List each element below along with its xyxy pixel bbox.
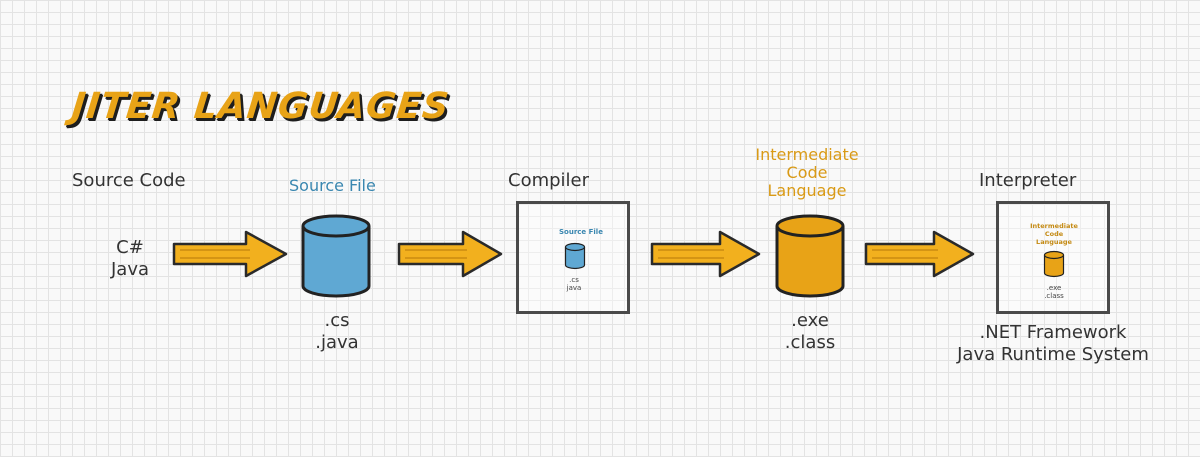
- arrow-1: [170, 228, 290, 280]
- source-code-heading: Source Code: [72, 170, 186, 191]
- source-file-cylinder-icon: [300, 214, 372, 298]
- compiler-box: Source File .cs java: [516, 201, 630, 314]
- intermediate-heading-line-2: Code: [786, 163, 828, 182]
- intermediate-heading: Intermediate Code Language: [742, 146, 872, 200]
- language-csharp: C#: [116, 237, 144, 258]
- source-file-extensions: .cs .java: [302, 310, 372, 354]
- interpreter-inner-cylinder-icon: [1043, 250, 1065, 282]
- runtime-java: Java Runtime System: [957, 344, 1149, 365]
- interpreter-inner-heading-line-2: Code: [1044, 230, 1064, 238]
- compiler-heading: Compiler: [508, 170, 590, 191]
- compiler-inner-ext-cs: .cs: [569, 276, 579, 284]
- extension-class: .class: [784, 332, 836, 353]
- language-java: Java: [110, 259, 150, 280]
- compiler-inner-extensions: .cs java: [559, 276, 589, 292]
- arrow-4: [862, 228, 977, 280]
- compiler-inner-ext-java: java: [566, 284, 582, 292]
- runtime-dotnet: .NET Framework: [979, 322, 1127, 343]
- arrow-2: [395, 228, 505, 280]
- source-file-heading: Source File: [289, 176, 376, 195]
- intermediate-heading-line-3: Language: [767, 181, 847, 200]
- intermediate-cylinder-icon: [774, 214, 846, 298]
- extension-cs: .cs: [324, 310, 350, 331]
- interpreter-inner-heading: Intermediate Code Language: [1029, 222, 1079, 246]
- intermediate-extensions: .exe .class: [770, 310, 850, 354]
- compiler-inner-heading: Source File: [559, 228, 603, 236]
- extension-exe: .exe: [791, 310, 829, 331]
- interpreter-inner-ext-class: .class: [1044, 292, 1064, 300]
- extension-java: .java: [315, 332, 359, 353]
- interpreter-runtimes: .NET Framework Java Runtime System: [953, 322, 1153, 366]
- interpreter-box: Intermediate Code Language .exe .class: [996, 201, 1110, 314]
- intermediate-heading-line-1: Intermediate: [755, 145, 859, 164]
- interpreter-inner-heading-line-3: Language: [1036, 238, 1072, 246]
- arrow-3: [648, 228, 763, 280]
- diagram-title: JITER LANGUAGES: [69, 86, 452, 127]
- interpreter-heading: Interpreter: [979, 170, 1077, 191]
- compiler-inner-cylinder-icon: [564, 242, 586, 274]
- interpreter-inner-heading-line-1: Intermediate: [1030, 222, 1078, 230]
- interpreter-inner-ext-exe: .exe: [1046, 284, 1062, 292]
- interpreter-inner-extensions: .exe .class: [1037, 284, 1071, 300]
- source-languages: C# Java: [105, 237, 155, 281]
